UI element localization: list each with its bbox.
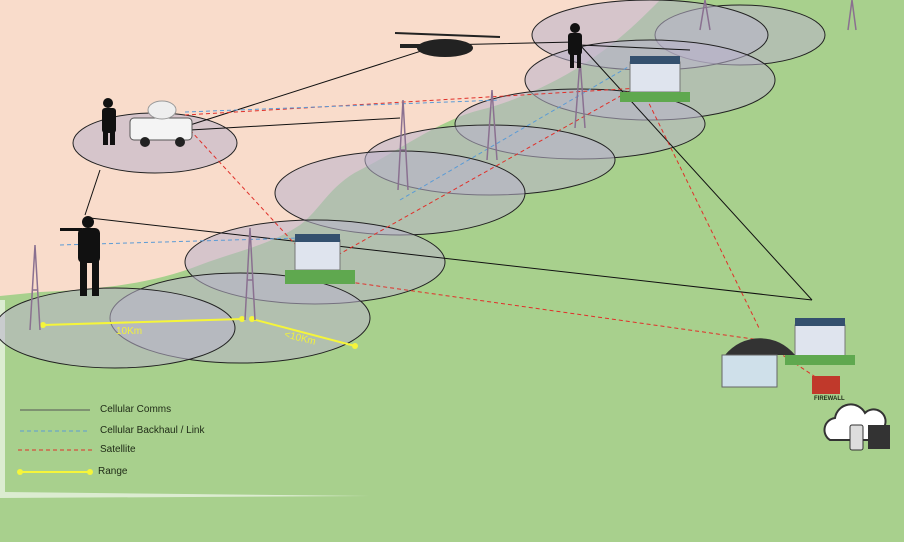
command-center-icon: [725, 338, 795, 355]
vehicle-icon: [129, 100, 193, 147]
tower-icon: [847, 0, 857, 31]
phone-icon: [849, 424, 864, 451]
soldiers: [60, 23, 582, 296]
cellular-link: [579, 44, 813, 301]
desk-phone-icon: [868, 425, 890, 449]
satellite-link: [319, 84, 641, 266]
soldier-icon: [568, 23, 582, 68]
hq-building-icon: [785, 318, 855, 365]
soldier-icon: [102, 98, 116, 145]
range-markers: [40, 316, 358, 349]
tower-icon: [29, 244, 41, 331]
backhaul-link: [59, 237, 301, 246]
legend-satellite: Satellite: [100, 444, 136, 455]
links: [59, 41, 821, 381]
firewall-icon: [812, 376, 840, 394]
range-label-1: 10Km: [116, 326, 143, 337]
coverage-cell: [0, 287, 236, 369]
backhaul-link: [184, 99, 501, 113]
legend-backhaul: Cellular Backhaul / Link: [100, 425, 205, 436]
tower-icon: [699, 0, 711, 31]
firewall-label: FIREWALL: [814, 396, 845, 402]
video-wall-icon: [721, 354, 778, 388]
satellite-link: [189, 129, 306, 256]
building-icon: [620, 56, 690, 102]
backhaul-link: [399, 59, 641, 201]
legend-lines: [17, 409, 93, 475]
helicopter-icon: [394, 32, 501, 57]
sky-area: [0, 0, 660, 296]
cellular-link: [579, 44, 691, 51]
tower-icon: [397, 99, 409, 191]
satellite-link: [184, 87, 641, 116]
legend-range: Range: [98, 466, 128, 477]
legend-cellular-comms: Cellular Comms: [100, 404, 172, 415]
cellular-link: [89, 217, 813, 301]
cellular-link: [189, 117, 401, 131]
satellite-link: [639, 84, 761, 331]
satellite-link: [299, 274, 761, 341]
tower-icon: [486, 89, 498, 161]
soldier-icon: [60, 216, 100, 296]
cellular-link: [84, 169, 101, 216]
building-icon: [285, 234, 355, 284]
buildings: [285, 56, 890, 451]
tower-icon: [244, 227, 256, 321]
